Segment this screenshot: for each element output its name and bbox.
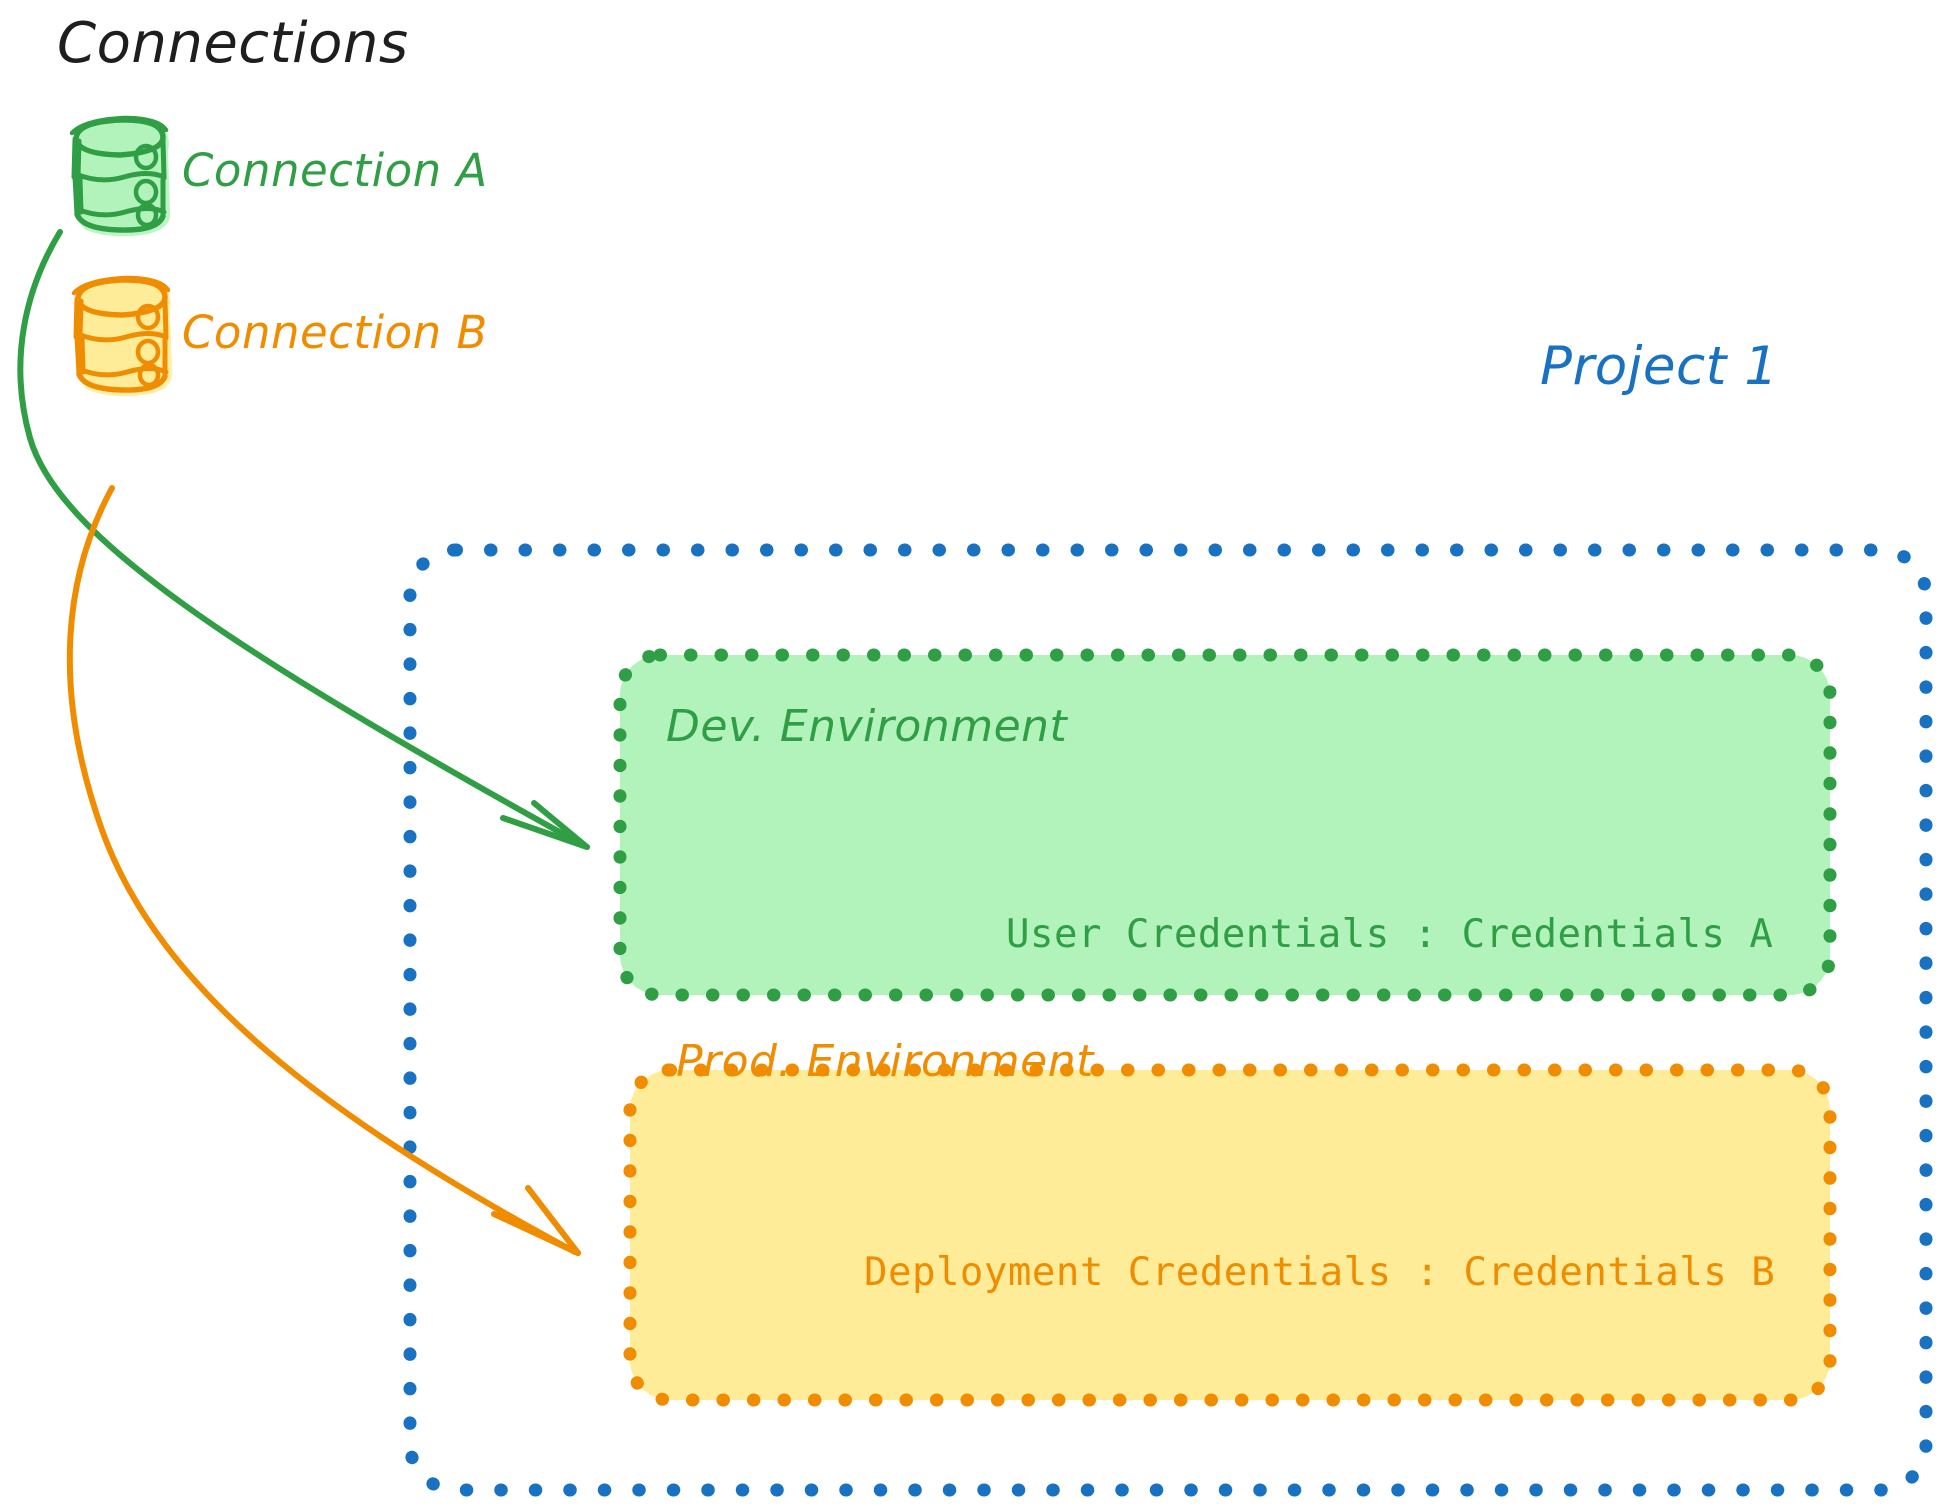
cylinder-orange-led-3 — [137, 362, 161, 388]
cylinder-orange-divider-1 — [75, 331, 169, 343]
prod-environment-fill — [630, 1070, 1830, 1400]
database-cylinder-icon-orange[interactable] — [71, 275, 173, 397]
prod-environment-credentials: Deployment Credentials : Credentials B — [864, 1250, 1776, 1295]
arrow-orange-head-lower — [525, 1185, 581, 1256]
cylinder-green-bottom — [74, 211, 166, 233]
connection-a-label[interactable]: Connection A — [182, 144, 488, 197]
arrow-green-curve — [17, 229, 588, 849]
project-title: Project 1 — [1540, 336, 1779, 397]
dev-environment-title: Dev. Environment — [666, 701, 1068, 752]
cylinder-green-led-3 — [135, 202, 159, 228]
cylinder-green-left-wall-1 — [71, 136, 82, 180]
arrow-orange-curve — [66, 485, 578, 1255]
cylinder-green-led-1 — [133, 143, 159, 171]
arrow-green-head-upper — [500, 815, 590, 850]
cylinder-green-top-sketch — [69, 115, 169, 136]
dev-environment-dotted-border — [613, 648, 1837, 1002]
prod-environment-title: Prod. Environment — [676, 1036, 1094, 1087]
cylinder-orange-bottom — [76, 371, 168, 393]
prod-environment-box[interactable] — [623, 1063, 1837, 1407]
cylinder-orange-left-wall-1 — [73, 296, 84, 340]
page-title: Connections — [57, 11, 409, 76]
dev-environment-credentials: User Credentials : Credentials A — [1006, 912, 1774, 957]
arrow-orange-head-upper — [491, 1211, 581, 1256]
dev-environment-box[interactable] — [613, 648, 1837, 1002]
cylinder-green-divider-1 — [73, 171, 167, 183]
arrow-green-head-lower — [531, 800, 590, 850]
arrow-connection-a-to-dev — [17, 229, 590, 850]
dev-environment-fill — [620, 655, 1830, 995]
cylinder-orange-led-1 — [135, 303, 161, 331]
arrow-connection-b-to-prod — [66, 485, 581, 1256]
prod-environment-dotted-border — [623, 1063, 1837, 1407]
database-cylinder-icon-green[interactable] — [69, 115, 171, 237]
cylinder-orange-top-sketch — [71, 275, 171, 296]
connection-b-label[interactable]: Connection B — [182, 306, 488, 359]
